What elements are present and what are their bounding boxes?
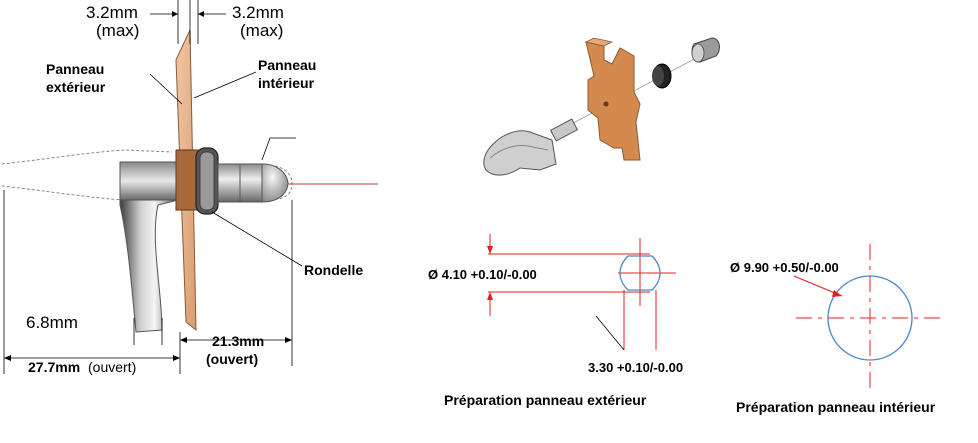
- outer-panel-prep: Ø 4.10 +0.10/-0.00 3.30 +0.10/-0.00 Prép…: [428, 234, 683, 408]
- lever-open-outline: [1, 149, 173, 201]
- knob-body: [239, 163, 265, 203]
- outer-prep-caption: Préparation panneau extérieur: [444, 392, 647, 408]
- dim-leader: [595, 315, 625, 351]
- dim-top-right: 3.2mm: [232, 3, 284, 22]
- dim-open-right-note: (ouvert): [206, 351, 258, 367]
- arrow-head: [180, 337, 187, 343]
- dim-open-right-value: 21.3mm: [212, 333, 264, 349]
- arrow-head: [285, 337, 292, 343]
- label-washer: Rondelle: [304, 262, 363, 278]
- knob-open-outline: [264, 164, 293, 201]
- double-d-hole: [619, 255, 661, 291]
- exploded-view: [483, 37, 720, 176]
- dim-open-left-value: 27.7mm: [28, 359, 80, 375]
- dim-height: 6.8mm: [26, 313, 78, 332]
- panel-bushing: [175, 149, 199, 211]
- label-outer-panel-1: Panneau: [46, 61, 104, 77]
- label-inner-panel-2: intérieur: [258, 75, 315, 91]
- lever-top: [119, 161, 181, 201]
- arrow-head: [4, 355, 11, 361]
- leader-knob: [261, 137, 296, 161]
- lever-3d: [483, 130, 557, 176]
- lever-3d-shaft: [549, 118, 579, 142]
- dim-top-left: 3.2mm: [86, 3, 138, 22]
- arrow-head: [173, 355, 180, 361]
- dim-top-left-sub: (max): [96, 21, 139, 40]
- leader-washer: [211, 211, 303, 267]
- knob-tip: [261, 163, 289, 203]
- knob-3d-face: [691, 43, 705, 63]
- arrow-head: [172, 11, 178, 17]
- label-inner-panel-1: Panneau: [258, 57, 316, 73]
- section-view: 3.2mm (max) 3.2mm (max) Panneau extérieu…: [1, 0, 378, 375]
- panel-plate-3d: [585, 41, 641, 161]
- dim-top-right-sub: (max): [240, 21, 283, 40]
- washer-inner: [199, 151, 215, 211]
- inner-diameter: Ø 9.90 +0.50/-0.00: [730, 260, 839, 275]
- inner-prep-caption: Préparation panneau intérieur: [736, 399, 936, 415]
- arrow-head: [487, 292, 493, 300]
- outer-diameter: Ø 4.10 +0.10/-0.00: [428, 267, 537, 282]
- arrow-head: [832, 290, 842, 297]
- leader-inner-panel: [193, 71, 257, 99]
- panel-plate-3d-hole: [603, 101, 609, 107]
- dim-open-left-note: (ouvert): [88, 359, 136, 375]
- outer-width: 3.30 +0.10/-0.00: [588, 360, 683, 375]
- inner-panel-prep: Ø 9.90 +0.50/-0.00 Préparation panneau i…: [730, 244, 940, 415]
- shaft: [217, 163, 243, 203]
- leader-outer-panel: [149, 73, 183, 105]
- panel-plate-3d-edge: [584, 37, 614, 47]
- washer-3d-face: [652, 66, 664, 86]
- arrow-head: [487, 246, 493, 254]
- arrow-head: [198, 11, 204, 17]
- lever-3d-highlight: [489, 145, 549, 159]
- label-outer-panel-2: extérieur: [46, 79, 106, 95]
